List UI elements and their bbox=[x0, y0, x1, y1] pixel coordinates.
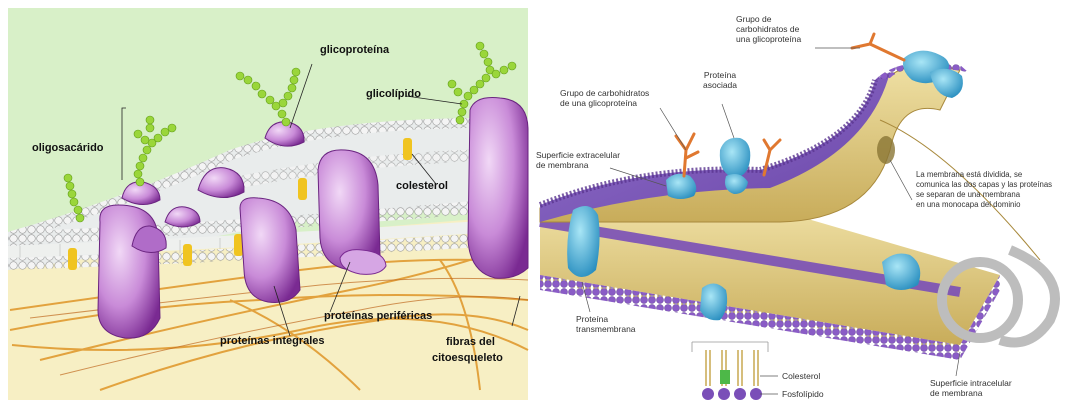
integral-protein-1 bbox=[98, 205, 160, 338]
label-pt-line2: transmembrana bbox=[576, 324, 666, 334]
label-md-line3: se separan de una membrana bbox=[916, 190, 1076, 200]
label-si-line2: de membrana bbox=[930, 388, 1070, 398]
label-pa-line2: asociada bbox=[690, 80, 750, 90]
label-gcc-line1: Grupo de bbox=[736, 14, 836, 24]
inset-molecules bbox=[692, 342, 768, 400]
integral-protein-4 bbox=[468, 98, 528, 279]
label-superficie-extracelular: Superficie extracelular de membrana bbox=[536, 150, 666, 170]
label-fosfolipido: Fosfolípido bbox=[782, 389, 824, 399]
label-grupo-carbohidratos-celula: Grupo de carbohidratos de una glicoprote… bbox=[736, 14, 836, 44]
label-gcc-line3: una glicoproteína bbox=[736, 34, 836, 44]
label-md-line1: La membrana está dividida, se bbox=[916, 170, 1076, 180]
label-glicoproteina: glicoproteína bbox=[320, 44, 389, 56]
label-se-line2: de membrana bbox=[536, 160, 666, 170]
label-se-line1: Superficie extracelular bbox=[536, 150, 666, 160]
label-pa-line1: Proteína bbox=[690, 70, 750, 80]
label-proteina-asociada: Proteína asociada bbox=[690, 70, 750, 90]
label-superficie-intracelular: Superficie intracelular de membrana bbox=[930, 378, 1070, 398]
label-oligosacarido: oligosacárido bbox=[32, 142, 104, 154]
label-gc-line1: Grupo de carbohidratos bbox=[560, 88, 690, 98]
label-fibras-2: citoesqueleto bbox=[432, 352, 503, 364]
label-membrana-dividida: La membrana está dividida, se comunica l… bbox=[916, 170, 1076, 210]
label-proteinas-integrales: proteínas integrales bbox=[220, 335, 325, 347]
lower-bilayer-slab bbox=[540, 205, 1000, 360]
label-md-line2: comunica las dos capas y las proteínas bbox=[916, 180, 1076, 190]
label-pt-line1: Proteína bbox=[576, 314, 666, 324]
label-md-line4: en una monocapa del dominio bbox=[916, 200, 1076, 210]
label-fibras-1: fibras del bbox=[446, 336, 495, 348]
label-grupo-carbohidratos: Grupo de carbohidratos de una glicoprote… bbox=[560, 88, 690, 108]
label-si-line1: Superficie intracelular bbox=[930, 378, 1070, 388]
label-gc-line2: de una glicoproteína bbox=[560, 98, 690, 108]
label-gcc-line2: carbohidratos de bbox=[736, 24, 836, 34]
label-colesterol-right: Colesterol bbox=[782, 371, 820, 381]
label-proteina-transmembrana: Proteína transmembrana bbox=[576, 314, 666, 334]
label-colesterol: colesterol bbox=[396, 180, 448, 192]
label-glicolipido: glicolípido bbox=[366, 88, 421, 100]
label-proteinas-perifericas: proteínas periféricas bbox=[324, 310, 432, 322]
